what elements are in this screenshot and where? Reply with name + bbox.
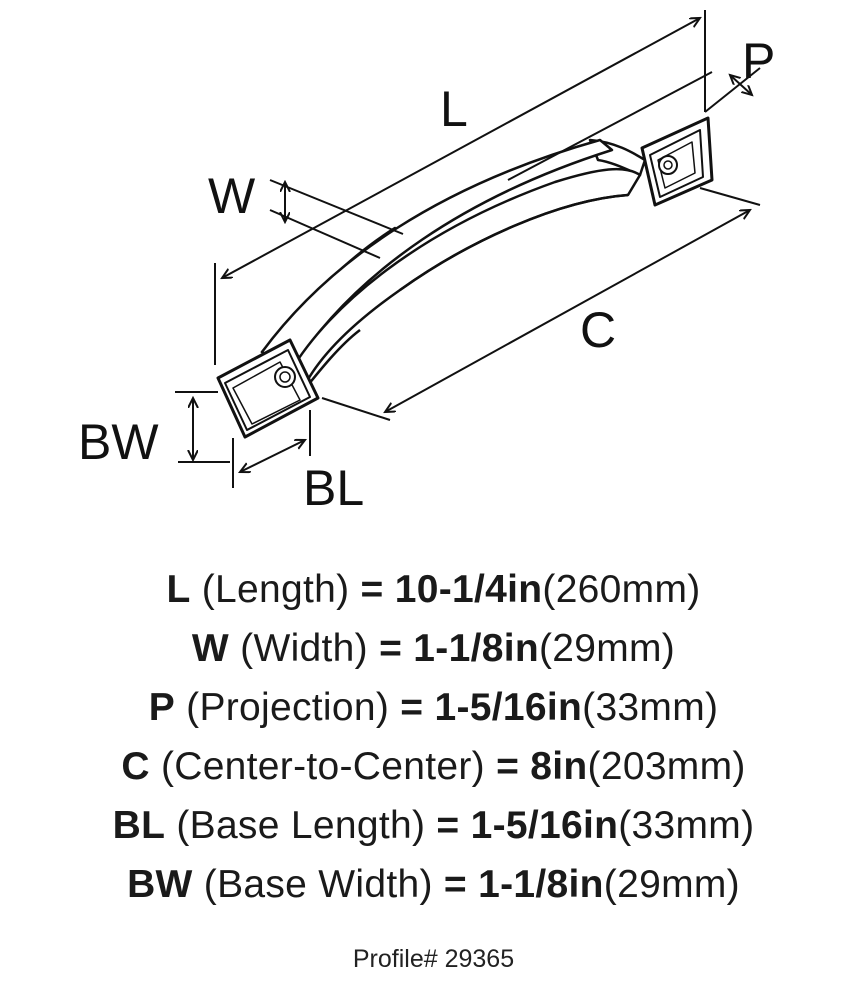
spec-code: W [191,627,230,670]
label-L: L [440,81,468,137]
spec-equals: = [436,804,460,847]
spec-metric-value: (33mm) [582,686,719,729]
spec-description: (Center-to-Center) [160,745,485,788]
base-length-dimension-line [240,440,305,472]
spec-description: (Length) [201,568,350,611]
handle-dimension-diagram: L P W C BW BL [78,10,775,516]
spec-equals: = [496,745,520,788]
spec-metric-value: (260mm) [542,568,701,611]
spec-row: C (Center-to-Center) = 8in(203mm) [0,737,867,796]
dimension-lines [175,10,761,488]
spec-code: BL [112,804,166,847]
spec-equals: = [400,686,424,729]
spec-equals: = [360,568,384,611]
spec-metric-value: (29mm) [603,863,740,906]
spec-row: L (Length) = 10-1/4in(260mm) [0,560,867,619]
spec-imperial-value: 1-1/8in [413,627,539,670]
spec-description: (Width) [240,627,368,670]
spec-metric-value: (203mm) [587,745,746,788]
label-BL: BL [303,460,364,516]
spec-imperial-value: 10-1/4in [394,568,543,611]
spec-imperial-value: 1-5/16in [434,686,583,729]
spec-description: (Base Width) [203,863,433,906]
length-dimension-line [222,18,700,278]
center-to-center-dimension-line [385,210,750,412]
spec-metric-value: (33mm) [618,804,755,847]
spec-code: BW [127,863,193,906]
spec-row: BW (Base Width) = 1-1/8in(29mm) [0,855,867,914]
spec-row: BL (Base Length) = 1-5/16in(33mm) [0,796,867,855]
label-P: P [742,33,775,89]
spec-metric-value: (29mm) [538,627,676,670]
spec-imperial-value: 8in [530,745,588,788]
label-W: W [208,168,256,224]
label-C: C [580,302,616,358]
spec-description: (Base Length) [176,804,426,847]
profile-number: Profile# 29365 [352,945,515,973]
spec-row: W (Width) = 1-1/8in(29mm) [0,619,867,678]
right-base-plate [640,116,714,207]
specification-list: L (Length) = 10-1/4in(260mm)W (Width) = … [0,560,867,914]
spec-description: (Projection) [186,686,390,729]
spec-code: C [121,745,150,788]
spec-code: P [148,686,176,729]
spec-imperial-value: 1-5/16in [470,804,619,847]
spec-imperial-value: 1-1/8in [478,863,604,906]
spec-row: P (Projection) = 1-5/16in(33mm) [0,678,867,737]
spec-equals: = [443,863,467,906]
spec-equals: = [379,627,403,670]
projection-dimension-line [730,75,752,95]
spec-code: L [166,568,191,611]
left-base-plate [216,338,320,439]
label-BW: BW [78,414,159,470]
